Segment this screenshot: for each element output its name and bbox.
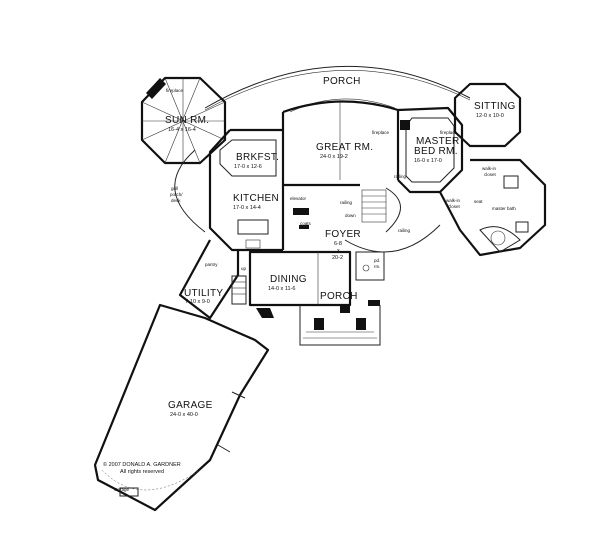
sun-fireplace-block [146,78,166,99]
copyright-line1: © 2007 DONALD A. GARDNER [103,461,181,468]
elevator-label: elevator [290,196,307,201]
railing-label-3: railing [398,228,411,233]
kitchen-island [237,219,269,235]
foyer-label: FOYER [325,229,361,240]
sun-room-label: SUN RM. [165,115,209,126]
walkin-closet-2-line2: closet [448,204,461,209]
pd-rm-label-1: pd. [374,258,380,263]
garage-walls [93,303,270,512]
sun-room-shape [140,76,227,165]
sitting-dims: 12-0 x 10-0 [476,113,504,119]
pd-rm-label-2: rm. [374,264,381,269]
foyer-dims-3: 20-2 [332,255,343,261]
garage-dims: 24-0 x 40-0 [170,412,198,418]
brkfst-dims: 17-0 x 12-6 [234,164,262,170]
railing-label-1: railing [340,200,353,205]
utility-walls [178,239,274,320]
porch-top-label: PORCH [323,76,361,87]
master-bed-dims: 16-0 x 17-0 [414,158,442,164]
sitting-label: SITTING [474,101,516,112]
sun-room-dims: 16-4 x 16-4 [168,127,196,133]
front-porch-walls [299,300,381,346]
walkin-closet-1-line1: walk-in [482,166,497,171]
foyer-dims-2: x [337,248,340,254]
walkin-closet-1-line2: closet [484,172,497,177]
railing-label-2: railing [394,174,407,179]
foyer-dims-1: 6-8 [334,241,342,247]
great-fireplace-label: fireplace [372,130,390,135]
dining-label: DINING [270,274,307,285]
grill-porch-label-2: porch/ [170,192,183,197]
master-bath-label: master bath [492,206,516,211]
sun-fireplace-label: fireplace [166,88,184,93]
great-room-label: GREAT RM. [316,142,373,153]
dining-dims: 14-0 x 11-6 [268,286,295,292]
main-house-walls [208,100,441,307]
kitchen-label: KITCHEN [233,193,279,204]
great-room-dims: 24-0 x 19-2 [320,154,348,160]
kitchen-dims: 17-0 x 14-4 [233,205,261,211]
master-fireplace-label: fireplace [440,130,458,135]
grill-porch-label-1: grill [171,186,178,191]
master-suite-walls [397,82,547,257]
porch-top-outline [204,65,471,113]
seat-label: seat [474,199,483,204]
coats-label: coats [300,221,312,226]
brkfst-label: BRKFST. [236,152,279,163]
walkin-closet-2-line1: walk-in [446,198,461,203]
main-stair [361,189,387,223]
porch-front-label: PORCH [320,291,358,302]
storage-label: storage [114,487,130,492]
grill-porch-label-3: deck [171,198,181,203]
pantry-label: pantry [205,262,218,267]
utility-label: UTILITY [184,288,223,299]
master-bed-label-1: MASTER [416,136,459,147]
grill-porch-arc [174,149,206,233]
up-label: up [241,266,247,271]
garage-label: GARAGE [168,400,213,411]
master-fireplace-block [400,120,410,130]
master-bed-label-2: BED RM. [414,146,458,157]
copyright-line2: All rights reserved [120,469,164,475]
elevator-block [293,208,309,215]
down-label: down [345,213,356,218]
utility-dims: 7-10 x 9-0 [185,299,210,305]
